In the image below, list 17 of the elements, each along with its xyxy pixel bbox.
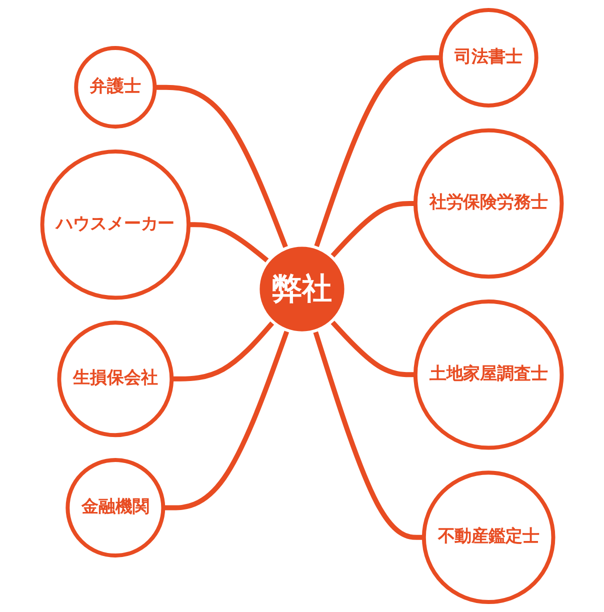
connector [172,320,276,382]
connector [330,201,416,259]
connector [312,330,424,540]
node-circle: 弊社 [256,244,348,334]
node-circle: ハウスメーカー [40,150,191,300]
connector [314,55,441,248]
node-circle: 不動産鑑定士 [422,470,556,604]
node-circle: 弁護士 [74,46,157,129]
connector [330,320,416,378]
node-circle: 土地家屋調査士 [413,300,564,450]
node-circle: 生損保会社 [57,320,174,438]
connector [163,329,290,510]
node-circle: 金融機関 [66,458,166,558]
node-circle: 司法書士 [438,8,538,108]
node-circle: 社労保険労務士 [413,128,564,279]
connector [154,84,288,250]
connector [188,222,270,264]
